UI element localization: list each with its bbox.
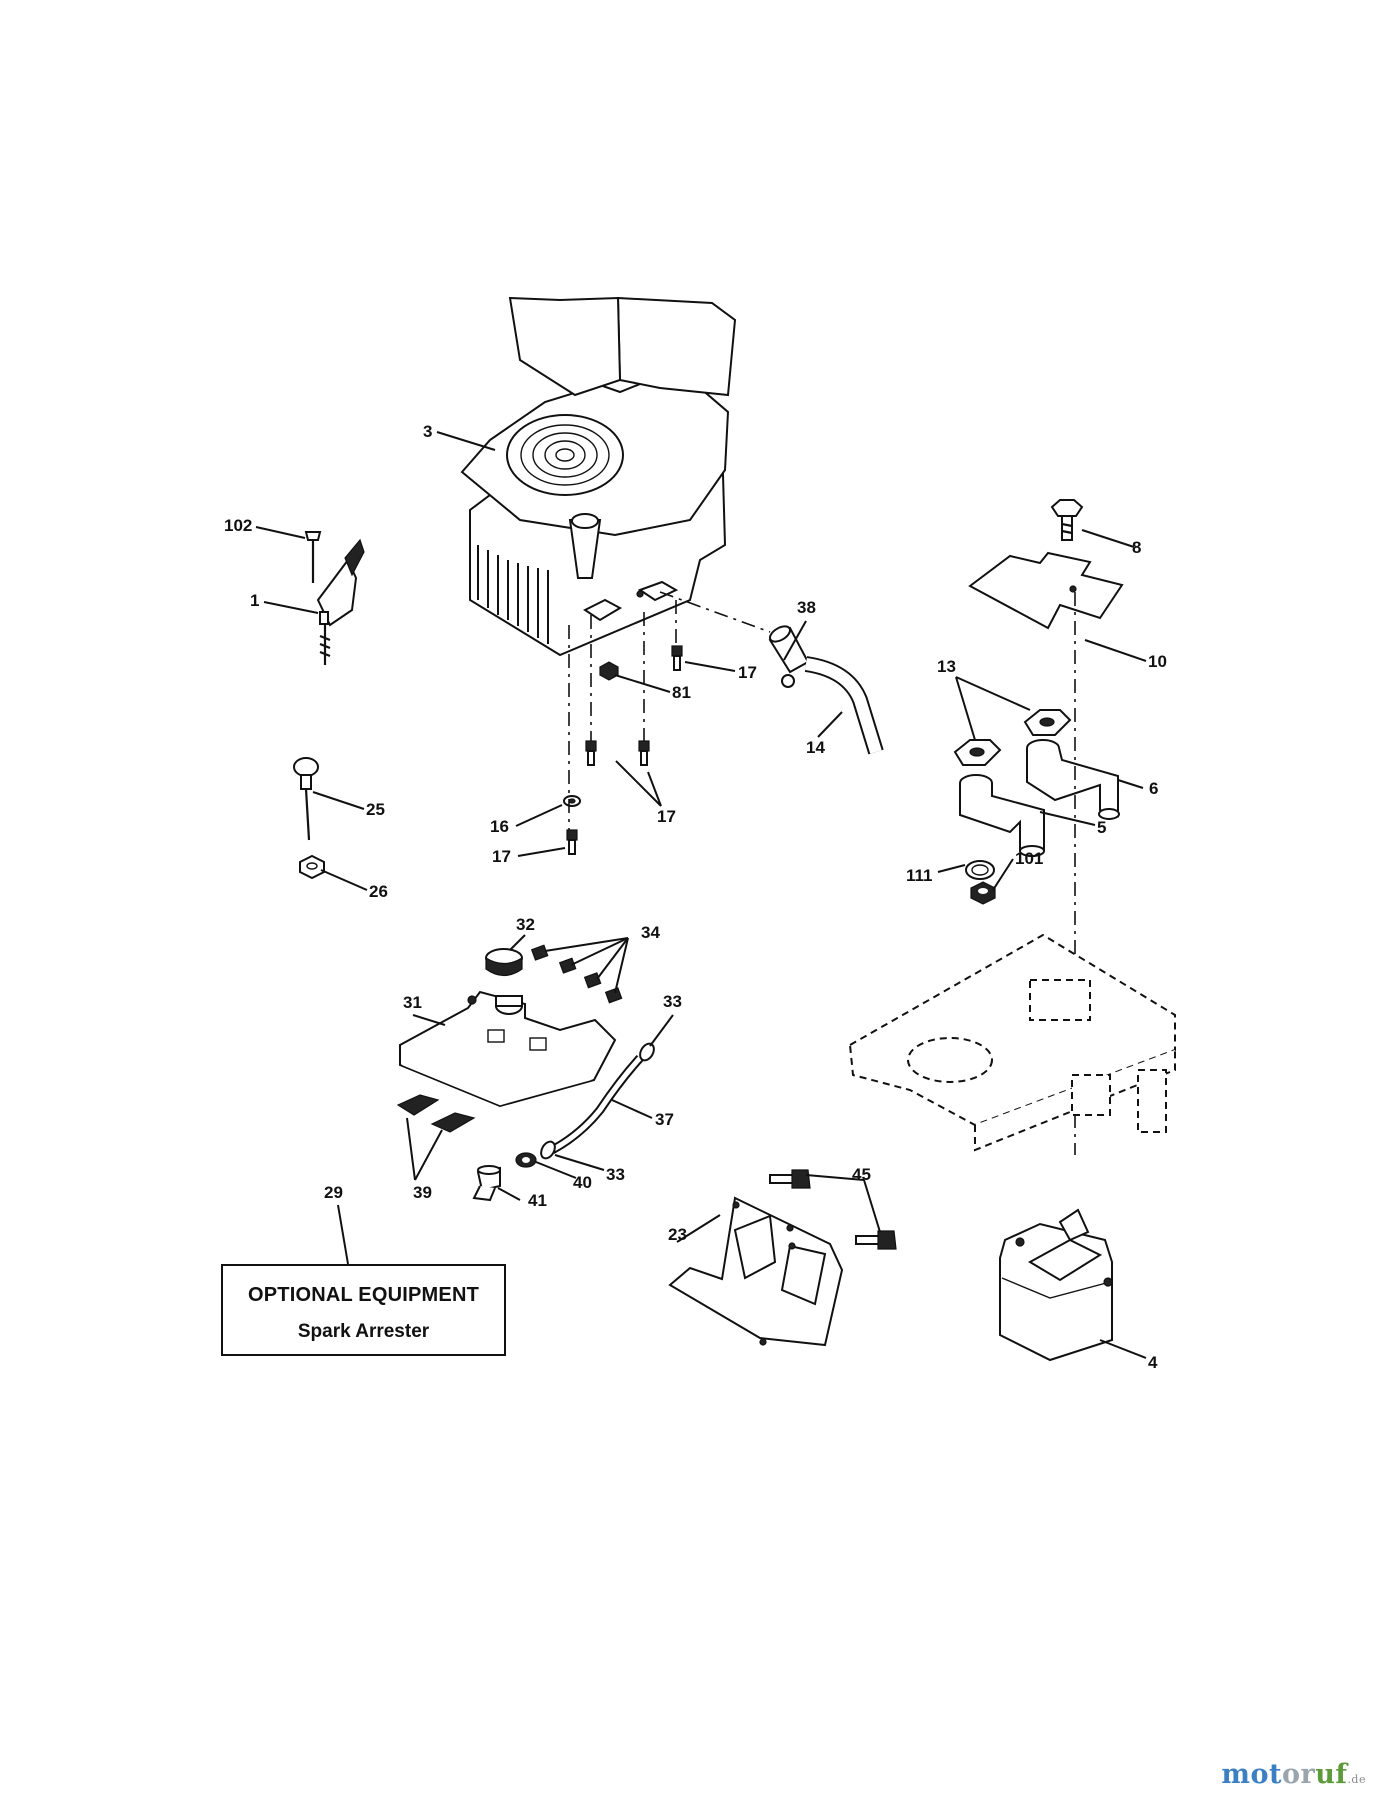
callout-3: 3	[423, 422, 432, 441]
bolt-17-part	[671, 645, 683, 671]
watermark-part1: mot	[1221, 1759, 1282, 1790]
washer-111-part	[965, 860, 995, 880]
screw-45b-part	[855, 1230, 897, 1250]
callout-33a: 33	[663, 992, 682, 1011]
pads-39-part	[396, 1094, 476, 1133]
screw-45a-part	[769, 1169, 811, 1189]
optional-equipment-box: OPTIONAL EQUIPMENT Spark Arrester	[221, 1264, 506, 1356]
frame-outline	[848, 933, 1176, 1152]
callout-14: 14	[806, 738, 825, 757]
callout-6: 6	[1149, 779, 1158, 798]
fuel-line-14-part	[804, 656, 884, 755]
callout-25: 25	[366, 800, 385, 819]
washer-16-part	[563, 795, 581, 807]
callout-102: 102	[224, 516, 252, 535]
bushing-40-part	[515, 1152, 537, 1168]
callout-37: 37	[655, 1110, 674, 1129]
watermark-part3: uf	[1315, 1759, 1348, 1790]
engine-part	[460, 296, 737, 657]
nut-26-part	[299, 854, 325, 880]
callout-40: 40	[573, 1173, 592, 1192]
leader-lines	[255, 431, 1147, 1359]
callout-111: 111	[906, 866, 933, 885]
choke-knob-part	[293, 757, 319, 841]
callout-26: 26	[369, 882, 388, 901]
callout-10: 10	[1148, 652, 1167, 671]
optional-equipment-subtitle: Spark Arrester	[297, 1321, 430, 1342]
callout-31: 31	[403, 993, 422, 1012]
callout-1: 1	[250, 591, 259, 610]
watermark-part2: or	[1281, 1759, 1316, 1790]
watermark-suffix: .de	[1347, 1773, 1366, 1786]
muffler-4-part	[999, 1208, 1113, 1362]
nut-101-part	[970, 881, 996, 905]
valve-41-part	[472, 1165, 501, 1202]
callout-38: 38	[797, 598, 816, 617]
callout-29: 29	[324, 1183, 343, 1202]
throttle-control-part	[304, 531, 365, 665]
optional-equipment-title: OPTIONAL EQUIPMENT	[247, 1284, 480, 1306]
exhaust-pipe-6-part	[1026, 739, 1120, 820]
callout-4: 4	[1148, 1353, 1158, 1372]
watermark-logo: motoruf.de	[1221, 1759, 1366, 1790]
bolt-17c-part	[638, 740, 650, 766]
callout-34: 34	[641, 923, 660, 942]
callout-101: 101	[1015, 849, 1043, 868]
fuel-line-37-part	[549, 1054, 644, 1154]
bolt-17d-part	[566, 829, 578, 855]
bolt-8-part	[1050, 499, 1084, 541]
cap-32-part	[485, 948, 523, 977]
exhaust-pipe-5-part	[959, 774, 1045, 857]
fuel-tank-31-part	[399, 990, 617, 1108]
callout-33b: 33	[606, 1165, 625, 1184]
callout-17b: 17	[657, 807, 676, 826]
callout-32: 32	[516, 915, 535, 934]
muffler-guard-23-part	[668, 1196, 844, 1347]
callout-39: 39	[413, 1183, 432, 1202]
callout-17a: 17	[738, 663, 757, 682]
callout-8: 8	[1132, 538, 1141, 557]
callout-41: 41	[528, 1191, 547, 1210]
callout-16: 16	[490, 817, 509, 836]
gasket-13b-part	[953, 739, 1002, 766]
callout-13: 13	[937, 657, 956, 676]
clamp-33b-part	[540, 1140, 556, 1160]
bolt-17b-part	[585, 740, 597, 766]
gasket-13a-part	[1023, 709, 1072, 736]
callout-5: 5	[1097, 818, 1106, 837]
callout-81: 81	[672, 683, 691, 702]
callout-45: 45	[852, 1165, 871, 1184]
nut-81-part	[599, 661, 619, 681]
heat-shield-10-part	[968, 551, 1124, 630]
clips-34-part	[530, 944, 623, 1004]
callout-17c: 17	[492, 847, 511, 866]
callout-23: 23	[668, 1225, 687, 1244]
